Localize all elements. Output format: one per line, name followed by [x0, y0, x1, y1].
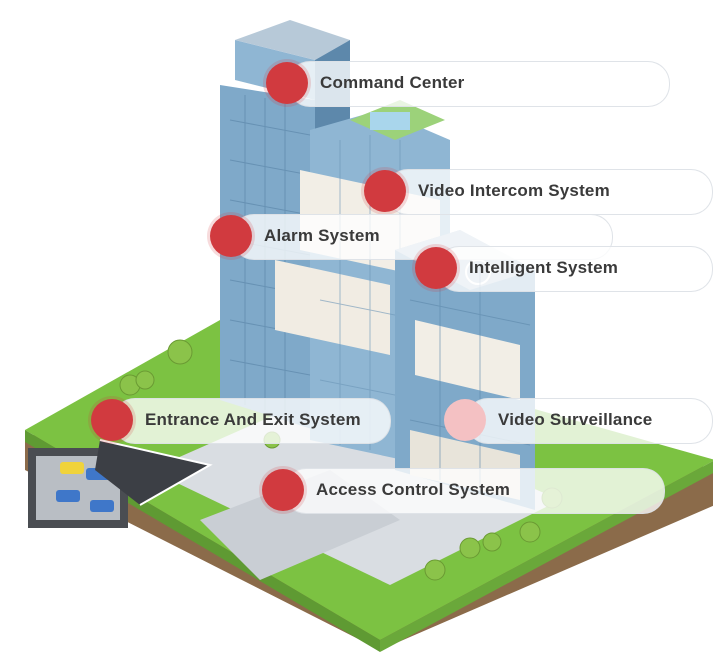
hotspot-label: Video Intercom System: [418, 181, 610, 200]
hotspot-access-control-system[interactable]: Access Control System: [262, 468, 665, 514]
marker-dot-icon: [210, 215, 252, 257]
hotspot-pill: [466, 398, 713, 444]
marker-dot-icon: [262, 469, 304, 511]
hotspot-command-center[interactable]: Command Center: [266, 61, 670, 107]
hotspot-label: Alarm System: [264, 226, 380, 245]
hotspot-video-intercom-system[interactable]: Video Intercom System: [364, 169, 713, 215]
marker-dot-icon: [266, 62, 308, 104]
hotspot-label: Intelligent System: [469, 258, 619, 277]
hotspot-label: Command Center: [320, 73, 465, 92]
parking-garage: [28, 439, 213, 528]
marker-dot-icon: [91, 399, 133, 441]
hotspot-label: Entrance And Exit System: [145, 410, 361, 429]
hotspot-pill: [284, 468, 665, 514]
hotspot-pill: [288, 61, 670, 107]
hotspot-pill: [113, 398, 391, 444]
hotspot-pill: [437, 246, 713, 292]
marker-dot-icon: [415, 247, 457, 289]
marker-dot-icon: [444, 399, 486, 441]
hotspot-intelligent-system[interactable]: Intelligent System: [415, 246, 713, 292]
hotspot-video-surveillance[interactable]: Video Surveillance: [444, 398, 713, 444]
hotspot-label: Video Surveillance: [498, 410, 653, 429]
marker-dot-icon: [364, 170, 406, 212]
hotspot-label: Access Control System: [316, 480, 511, 499]
hotspot-entrance-and-exit-system[interactable]: Entrance And Exit System: [91, 398, 391, 444]
